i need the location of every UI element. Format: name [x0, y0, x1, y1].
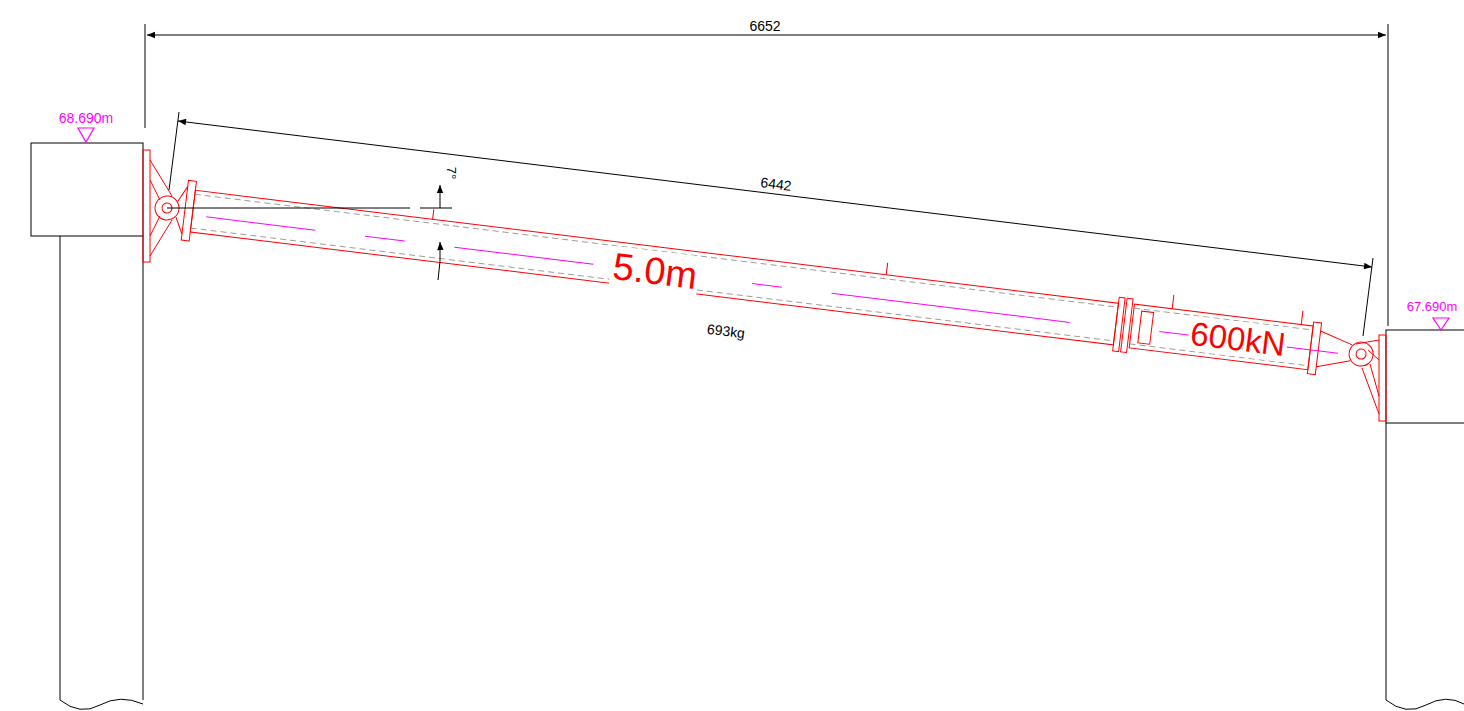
left-column [31, 143, 143, 709]
capacity-text: 600kN [1187, 316, 1290, 363]
strut [151, 171, 1377, 385]
weight-text: 693kg [704, 321, 748, 342]
angle-text: 7° [444, 165, 459, 181]
overall-dimension [145, 24, 1388, 326]
dimension-text: 6442 [758, 174, 795, 194]
length-text: 5.0m [609, 246, 702, 296]
angle-annotation [167, 185, 452, 280]
elevation-text: 67.690m [1405, 299, 1460, 314]
dimension-text: 6652 [747, 18, 782, 34]
strut-dimension [169, 112, 1373, 336]
elevation-marker [78, 128, 1449, 330]
elevation-text: 68.690m [57, 110, 115, 126]
right-column [1386, 330, 1464, 709]
end-bracket [143, 150, 1386, 421]
